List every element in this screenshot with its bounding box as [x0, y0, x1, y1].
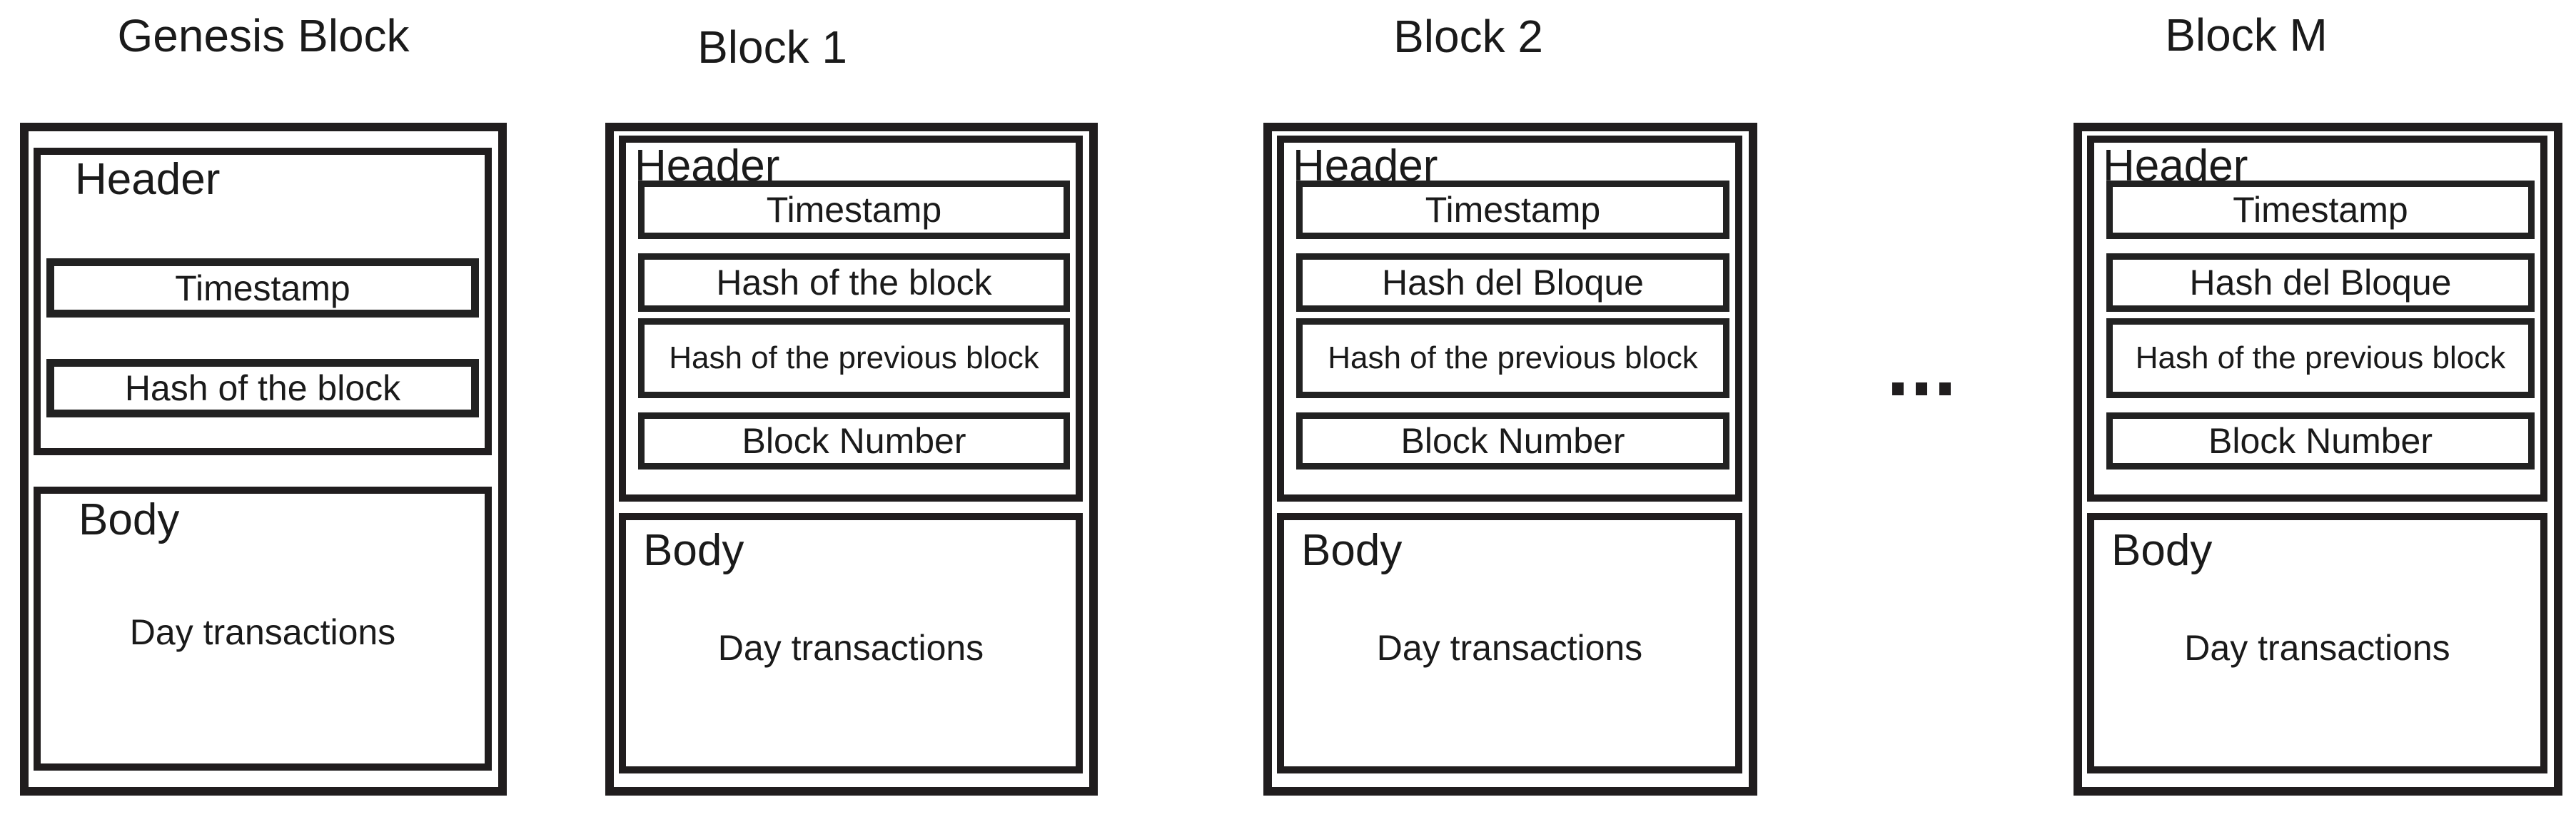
block-1-body-text: Day transactions — [717, 628, 984, 668]
genesis-body-box: Body Day transactions — [34, 487, 492, 771]
block-2-field-block-number: Block Number — [1296, 412, 1729, 470]
block-2-body-box: Body Day transactions — [1277, 513, 1742, 773]
block-2-body-text: Day transactions — [1376, 628, 1643, 668]
genesis-block: Header Timestamp Hash of the block Body … — [20, 123, 507, 796]
block-2-title: Block 2 — [1393, 11, 1543, 62]
block-m-header-box: Header Timestamp Hash del Bloque Hash of… — [2087, 136, 2547, 502]
genesis-field-hash-of-block: Hash of the block — [46, 359, 479, 417]
block-1-field-timestamp: Timestamp — [638, 181, 1070, 239]
block-m-field-hash-of-previous-block: Hash of the previous block — [2106, 318, 2535, 398]
block-2: Header Timestamp Hash del Bloque Hash of… — [1263, 123, 1757, 796]
block-2-body-label: Body — [1301, 526, 1403, 575]
block-m-body-label: Body — [2111, 526, 2213, 575]
block-1-title: Block 1 — [697, 21, 847, 73]
ellipsis-dot — [1916, 382, 1927, 395]
ellipsis-dot — [1939, 382, 1951, 395]
genesis-field-timestamp: Timestamp — [46, 258, 479, 318]
genesis-body-text: Day transactions — [129, 612, 396, 652]
block-1: Header Timestamp Hash of the block Hash … — [605, 123, 1098, 796]
block-m-field-timestamp: Timestamp — [2106, 181, 2535, 239]
block-1-body-label: Body — [643, 526, 744, 575]
block-1-field-hash-of-block: Hash of the block — [638, 253, 1070, 312]
block-m: Header Timestamp Hash del Bloque Hash of… — [2074, 123, 2562, 796]
block-1-body-box: Body Day transactions — [619, 513, 1083, 773]
block-2-field-hash-del-bloque: Hash del Bloque — [1296, 253, 1729, 312]
block-m-field-hash-del-bloque: Hash del Bloque — [2106, 253, 2535, 312]
block-1-header-box: Header Timestamp Hash of the block Hash … — [619, 136, 1083, 502]
genesis-header-box: Header Timestamp Hash of the block — [34, 148, 492, 455]
block-m-title: Block M — [2165, 9, 2328, 61]
block-2-field-hash-of-previous-block: Hash of the previous block — [1296, 318, 1729, 398]
ellipsis-dot — [1892, 382, 1904, 395]
ellipsis-separator — [1892, 382, 1951, 395]
genesis-block-title: Genesis Block — [117, 10, 410, 61]
block-m-body-box: Body Day transactions — [2087, 513, 2547, 773]
block-m-body-text: Day transactions — [2184, 628, 2450, 668]
block-1-field-block-number: Block Number — [638, 412, 1070, 470]
block-2-field-timestamp: Timestamp — [1296, 181, 1729, 239]
block-m-field-block-number: Block Number — [2106, 412, 2535, 470]
genesis-header-label: Header — [75, 155, 221, 204]
block-2-header-box: Header Timestamp Hash del Bloque Hash of… — [1277, 136, 1742, 502]
genesis-body-label: Body — [79, 495, 180, 544]
block-1-field-hash-of-previous-block: Hash of the previous block — [638, 318, 1070, 398]
